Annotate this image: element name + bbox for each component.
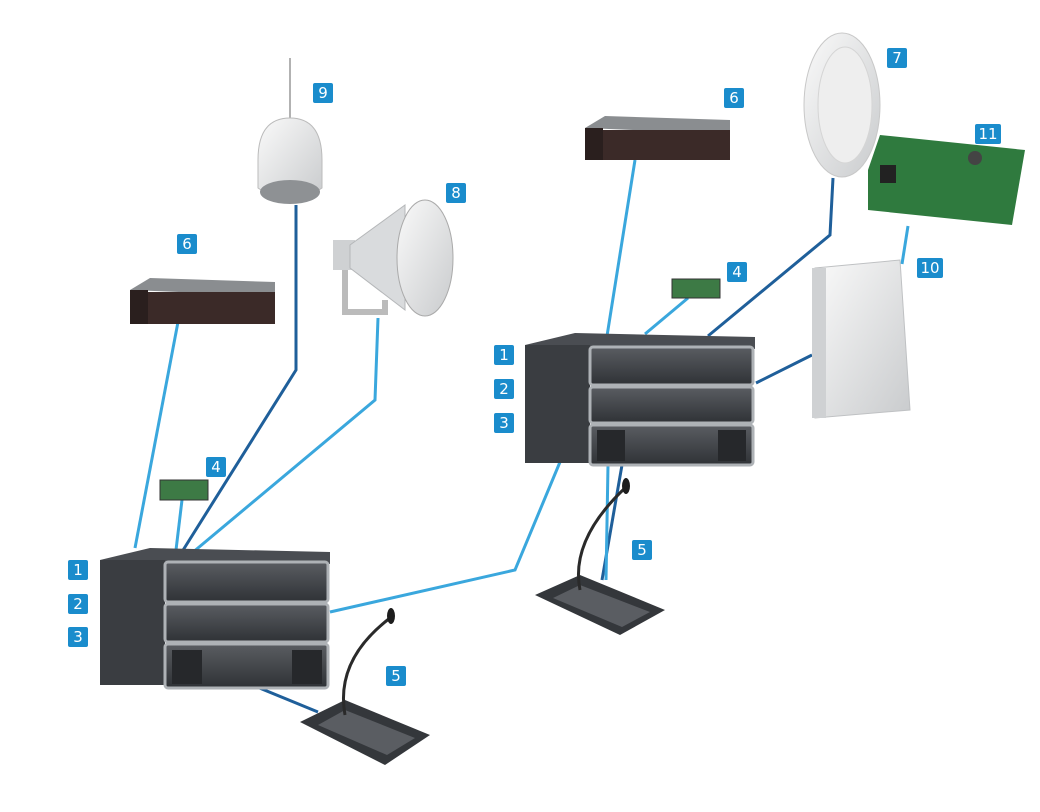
badge-left-5: 5 <box>386 666 406 686</box>
badge-label: 7 <box>892 49 902 67</box>
badge-label: 5 <box>391 667 401 685</box>
badge-label: 6 <box>729 89 739 107</box>
cable-left-card-to-rack <box>174 499 184 551</box>
cable-rack-to-rack <box>329 461 562 614</box>
left-call-station <box>300 608 430 765</box>
badge-label: 3 <box>73 628 83 646</box>
badge-label: 6 <box>182 235 192 253</box>
badge-left-1: 1 <box>68 560 88 580</box>
cable-right-6-to-rack <box>605 159 637 337</box>
badge-right-7: 7 <box>887 48 907 68</box>
badge-left-4: 4 <box>206 457 226 477</box>
right-rack-stack <box>525 333 755 467</box>
badge-right-1: 1 <box>494 345 514 365</box>
badge-right-10: 10 <box>917 258 943 278</box>
left-interface-box <box>130 278 275 324</box>
badge-left-9: 9 <box>313 83 333 103</box>
badge-left-8: 8 <box>446 183 466 203</box>
badge-right-5: 5 <box>632 540 652 560</box>
left-rack-stack <box>100 548 330 690</box>
cable-horn-to-rack <box>191 317 380 555</box>
badge-label: 5 <box>637 541 647 559</box>
left-network-card <box>159 479 209 501</box>
badge-left-3: 3 <box>68 627 88 647</box>
badge-label: 3 <box>499 414 509 432</box>
badge-label: 2 <box>499 380 509 398</box>
badge-label: 1 <box>499 346 509 364</box>
badge-label: 4 <box>211 458 221 476</box>
horn-speaker <box>333 199 454 317</box>
right-call-station <box>535 478 665 635</box>
right-interface-box <box>585 116 730 160</box>
badge-label: 10 <box>920 259 939 277</box>
badge-right-4: 4 <box>727 262 747 282</box>
cable-right-card-to-rack <box>644 296 689 336</box>
badge-label: 1 <box>73 561 83 579</box>
badge-label: 4 <box>732 263 742 281</box>
badge-label: 11 <box>978 125 997 143</box>
right-network-card <box>671 278 721 299</box>
ceiling-speaker <box>803 32 881 178</box>
cable-board-to-wall-speaker <box>900 225 910 265</box>
cable-ceiling-to-right-rack <box>707 177 835 338</box>
badge-right-3: 3 <box>494 413 514 433</box>
pendant-speaker <box>257 58 323 204</box>
badge-label: 9 <box>318 84 328 102</box>
cable-wall-speaker-to-rack <box>755 353 813 385</box>
cable-left-6-to-rack <box>133 321 180 549</box>
badge-right-2: 2 <box>494 379 514 399</box>
badge-label: 8 <box>451 184 461 202</box>
badge-label: 2 <box>73 595 83 613</box>
circuit-board <box>868 135 1025 225</box>
badge-right-6: 6 <box>724 88 744 108</box>
wall-speaker <box>812 259 911 419</box>
badge-left-2: 2 <box>68 594 88 614</box>
cable-ceiling-speaker-to-rack <box>178 205 298 556</box>
cable-right-rack-to-mic-2 <box>604 464 610 581</box>
badge-right-11: 11 <box>975 124 1001 144</box>
badge-left-6: 6 <box>177 234 197 254</box>
